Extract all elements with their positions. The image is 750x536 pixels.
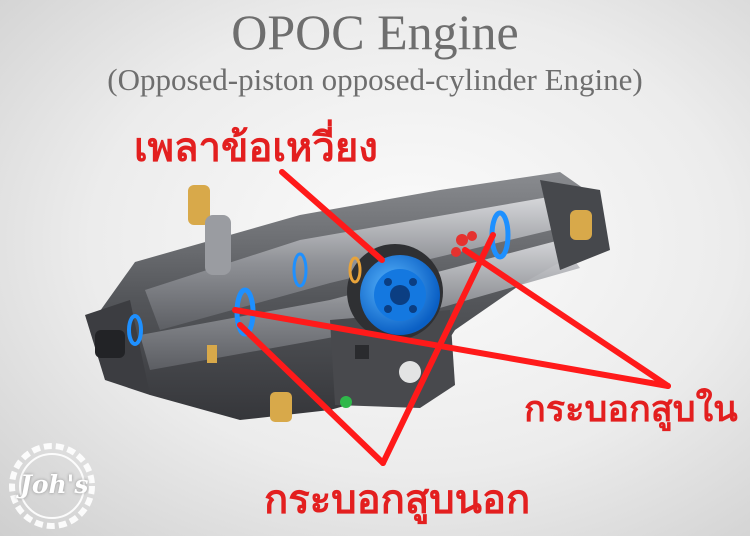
label-inner-cylinder: กระบอกสูบใน	[524, 389, 738, 430]
logo-text: Joh's	[20, 470, 89, 499]
page-title: OPOC Engine	[231, 4, 519, 60]
label-outer-cylinder: กระบอกสูบนอก	[264, 477, 531, 523]
crankshaft-gear	[347, 244, 443, 340]
logo	[9, 443, 95, 529]
page-subtitle: (Opposed-piston opposed-cylinder Engine)	[107, 62, 643, 97]
inner-cylinder-ports	[451, 231, 477, 257]
injectors	[188, 185, 592, 422]
label-crankshaft: เพลาข้อเหวี่ยง	[134, 125, 378, 171]
pointer-lines	[232, 169, 671, 466]
